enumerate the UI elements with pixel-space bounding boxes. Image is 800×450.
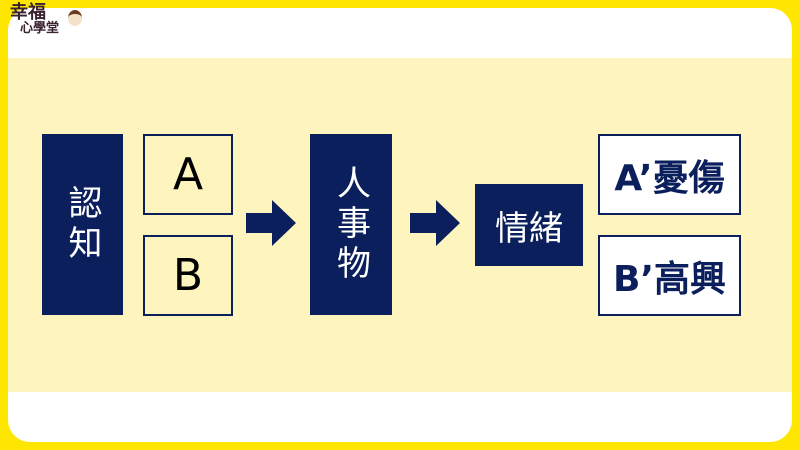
mascot-icon: [68, 10, 82, 26]
cognition-box: 認知: [42, 134, 123, 315]
arrow-right-icon: [246, 200, 296, 246]
belief-a-box: A: [143, 134, 233, 215]
result-a-box: A’憂傷: [598, 134, 741, 215]
logo-title: 幸福: [10, 2, 46, 23]
event-box: 人事物: [310, 134, 392, 315]
result-b-box: B’高興: [598, 235, 741, 316]
emotion-box: 情緒: [475, 184, 583, 266]
content-band: [8, 58, 792, 392]
logo-subtitle: 心學堂: [20, 21, 60, 36]
arrow-right-icon: [410, 200, 460, 246]
logo: 幸福 心學堂: [10, 2, 82, 36]
belief-b-box: B: [143, 235, 233, 316]
slide: [8, 8, 792, 442]
